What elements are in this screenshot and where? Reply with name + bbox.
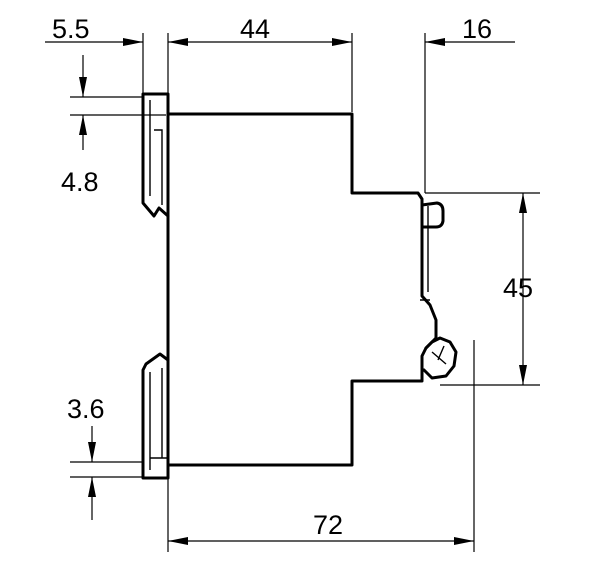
top-din-clip — [141, 92, 170, 218]
housing-outline — [166, 112, 438, 467]
dim-4-8-label: 4.8 — [61, 167, 99, 197]
bottom-clip-inner-line — [149, 368, 168, 470]
dim-44-label: 44 — [240, 14, 270, 44]
screw-terminal — [422, 336, 458, 380]
dimension-16: 16 — [425, 14, 515, 46]
dimension-45: 45 — [503, 193, 533, 385]
screw-terminal-slot — [431, 345, 447, 365]
dim-16-label: 16 — [462, 14, 492, 44]
dim-5-5-label: 5.5 — [52, 14, 90, 44]
breaker-body — [141, 92, 458, 480]
toggle-handle — [420, 201, 445, 229]
dimension-44: 44 — [168, 14, 352, 46]
dimension-72: 72 — [168, 510, 474, 545]
dimension-4-8: 4.8 — [61, 55, 99, 197]
dimension-3-6: 3.6 — [67, 394, 105, 520]
dim-45-label: 45 — [503, 273, 533, 303]
front-face-inner-line — [420, 206, 430, 301]
dim-72-label: 72 — [313, 510, 343, 540]
dim-3-6-label: 3.6 — [67, 394, 105, 424]
top-clip-inner-line — [149, 100, 163, 205]
bottom-din-clip — [141, 352, 170, 480]
extension-lines — [70, 33, 540, 552]
dimension-5-5: 5.5 — [45, 14, 143, 46]
